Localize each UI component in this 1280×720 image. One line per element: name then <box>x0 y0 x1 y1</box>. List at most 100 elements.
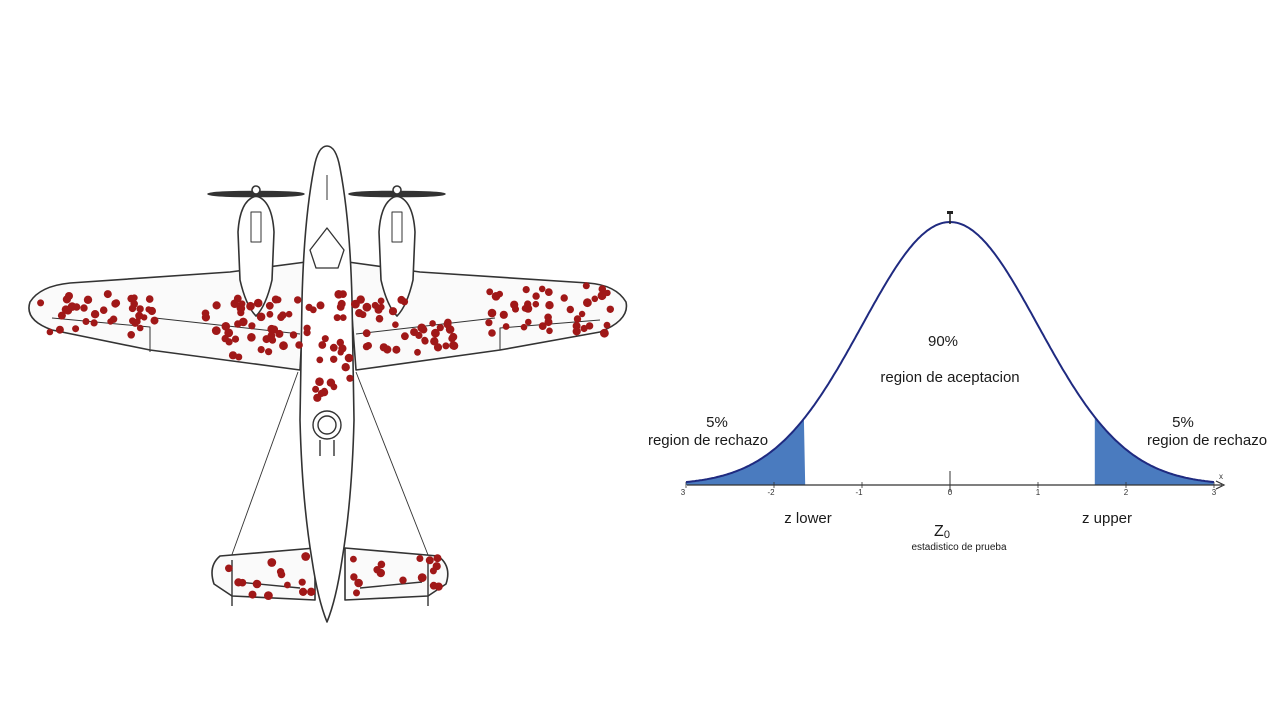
bullet-hole-dot <box>346 374 354 382</box>
bullet-hole-dot <box>436 324 444 332</box>
bullet-hole-dot <box>211 326 221 335</box>
bullet-hole-dot <box>353 589 360 597</box>
bullet-hole-dot <box>350 555 357 563</box>
propellers <box>207 185 446 198</box>
bullet-hole-dot <box>309 306 317 314</box>
bullet-hole-dot <box>429 320 436 327</box>
bullet-hole-dot <box>72 325 80 333</box>
bullet-hole-dot <box>429 581 438 590</box>
bullet-hole-dot <box>301 552 311 561</box>
bullet-hole-dot <box>279 341 288 351</box>
bullet-hole-dot <box>378 303 385 311</box>
bullet-hole-dot <box>315 377 324 387</box>
bullet-hole-dot <box>591 295 599 303</box>
bullet-hole-dot <box>298 578 306 586</box>
bullet-hole-dot <box>72 303 81 311</box>
bullet-hole-dot <box>225 338 233 346</box>
axis-tick-label: 2 <box>1124 488 1129 497</box>
bullet-hole-dot <box>502 323 510 330</box>
bullet-hole-dot <box>336 338 344 347</box>
bullet-hole-dot <box>401 332 409 341</box>
bullet-hole-dot <box>334 290 344 299</box>
bullet-hole-dot <box>525 318 532 326</box>
bullet-hole-dot <box>417 323 427 333</box>
bullet-hole-dot <box>80 304 88 312</box>
bullet-hole-dot <box>354 578 363 588</box>
bullet-hole-dot <box>321 335 329 343</box>
bullet-hole-dot <box>414 348 421 356</box>
bullet-hole-dot <box>410 328 419 337</box>
bullet-hole-dot <box>330 355 338 363</box>
bullet-hole-dot <box>313 393 322 402</box>
bullet-hole-dot <box>239 317 248 327</box>
axis-tick-label: -2 <box>767 488 775 497</box>
bullet-hole-dot <box>316 301 325 310</box>
bullet-hole-dot <box>598 285 607 293</box>
bullet-hole-dot <box>130 294 138 302</box>
bullet-hole-dot <box>221 322 231 331</box>
bullet-hole-dot <box>248 590 257 599</box>
bullet-hole-dot <box>253 298 263 308</box>
bullet-hole-dot <box>65 292 73 300</box>
left-rejection-percent: 5% <box>706 414 728 431</box>
bullet-hole-dot <box>604 289 611 297</box>
x-axis-arrowhead <box>1215 480 1226 490</box>
bullet-hole-dot <box>362 302 372 312</box>
bullet-hole-dot <box>350 573 358 581</box>
bullet-hole-dot <box>63 306 73 315</box>
bullet-hole-dot <box>521 305 529 312</box>
bullet-hole-dot <box>582 282 590 290</box>
bullet-hole-dot <box>136 305 144 313</box>
bullet-hole-dot <box>546 327 553 335</box>
bullet-hole-dot <box>364 342 372 350</box>
bullet-hole-dot <box>383 345 392 354</box>
bullet-hole-dot <box>488 329 496 337</box>
bullet-hole-dot <box>425 556 434 565</box>
bullet-hole-dot <box>236 304 246 313</box>
bullet-hole-dot <box>606 305 614 313</box>
bullet-hole-dot <box>316 356 324 364</box>
bullet-hole-dot <box>90 319 98 327</box>
bullet-hole-dot <box>228 351 238 360</box>
bullet-hole-dot <box>57 311 66 320</box>
bullet-hole-dot <box>231 335 240 343</box>
z-lower-label: z lower <box>784 510 832 527</box>
bullet-hole-dot <box>362 329 371 338</box>
right-engine-nacelle <box>378 195 416 317</box>
gun-turret <box>312 410 342 456</box>
bullet-hole-dot <box>83 295 93 304</box>
bullet-hole-dot <box>150 316 159 325</box>
bullet-hole-dot <box>377 560 386 569</box>
bullet-hole-dot <box>421 337 429 345</box>
bullet-hole-dot <box>336 303 345 311</box>
bullet-hole-dot <box>597 291 607 301</box>
bullet-hole-dot <box>333 314 341 322</box>
bullet-hole-dot <box>532 292 540 300</box>
bullet-hole-dot <box>289 331 298 339</box>
acceptance-percent: 90% <box>928 333 958 350</box>
right-rejection-tail <box>1094 417 1214 485</box>
axis-tick-label: 1 <box>1036 488 1041 497</box>
bullet-hole-dot <box>443 320 452 329</box>
bullet-hole-dot <box>578 310 586 318</box>
bullet-hole-dot <box>82 318 90 325</box>
bullet-hole-dot <box>580 324 588 333</box>
axis-tick-label: 3 <box>681 488 686 497</box>
bullet-hole-dot <box>201 309 210 318</box>
bullet-hole-dot <box>145 295 154 303</box>
bullet-hole-dot <box>538 322 547 330</box>
bullet-hole-dot <box>145 306 152 313</box>
bullet-hole-dot <box>136 324 144 332</box>
bullet-hole-dot <box>572 327 581 336</box>
bullet-hole-dot <box>266 310 274 318</box>
bullet-hole-dot <box>433 554 442 563</box>
bullet-hole-dot <box>433 343 443 352</box>
bomber-airplane-diagram <box>28 145 628 623</box>
left-rejection-tail <box>686 418 806 485</box>
bullet-hole-dot <box>46 328 54 336</box>
bullet-hole-dot <box>510 300 519 309</box>
bullet-hole-dot <box>247 333 256 342</box>
bullet-hole-dot <box>212 301 221 310</box>
bullet-hole-dot <box>90 310 100 319</box>
